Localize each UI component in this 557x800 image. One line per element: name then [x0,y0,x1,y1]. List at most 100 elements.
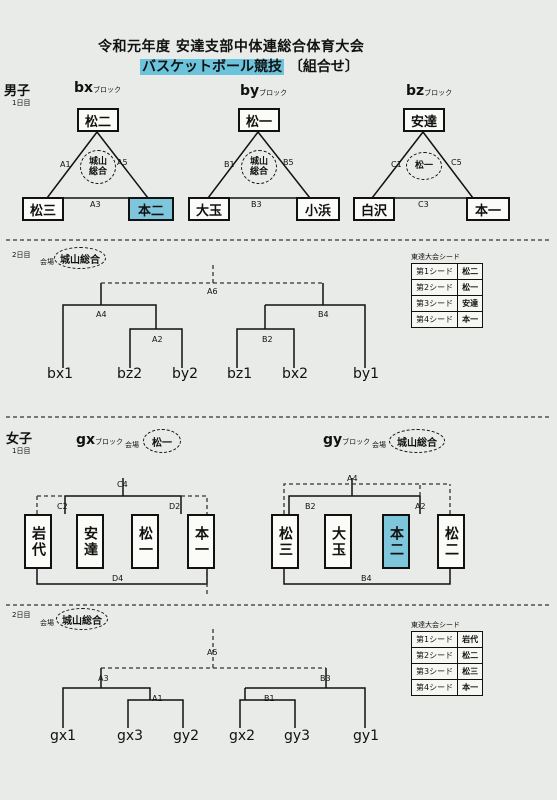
boys-bracket-left-inner [129,328,183,368]
boys-day2-label: 2日目 [12,251,31,259]
match-code: D2 [169,502,181,511]
venue-text: 城山総合 [88,157,107,177]
venue-label: 会場 [40,258,54,266]
team-box: 松一 [238,108,280,132]
gy-bracket-top [288,478,421,514]
block-code: by [240,83,260,99]
team-box: 本一 [187,514,215,569]
match-code: A1 [60,160,71,169]
table-row: 第4シード本一 [410,679,484,696]
team-box: 松三 [271,514,299,569]
triangle-bx [45,130,150,199]
seed-rank: 第1シード [410,263,459,280]
team-box-highlighted: 本二 [382,514,410,569]
seed-table-boys: 東達大会シード 第1シード松二 第2シード松一 第3シード安達 第4シード本一 [410,252,484,328]
venue-oval: 城山総合 [56,608,108,630]
team-box: 本一 [466,197,510,221]
match-code: A6 [207,287,218,296]
table-row: 第4シード本一 [410,311,484,328]
match-code: A4 [96,310,107,319]
block-code: gx [76,432,96,448]
block-suffix: ブロック [342,438,371,446]
team-box: 松二 [437,514,465,569]
girls-final-dashed [101,628,326,669]
seed-team: 岩代 [457,631,484,648]
venue-text: 城山総合 [397,437,437,449]
venue-oval: 松一 [143,429,181,453]
bracket-slot: gy2 [173,728,200,744]
girls-label: 女子 [6,432,33,447]
block-suffix: ブロック [424,89,453,97]
bracket-slot: gy3 [284,728,311,744]
team-box: 安達 [76,514,104,569]
venue-oval: 城山総合 [389,429,445,453]
match-code: A2 [415,502,426,511]
venue-text: 松一 [152,437,172,449]
bracket-slot: gx1 [50,728,77,744]
block-bz-title: bzブロック [406,83,452,99]
match-code: B1 [264,694,275,703]
seed-team: 松一 [457,279,484,296]
block-code: bx [74,80,94,96]
block-gy-title: gyブロック [323,432,370,448]
girls-day1-label: 1日目 [12,447,31,455]
venue-oval: 松一 [406,152,442,180]
table-row: 第3シード松三 [410,663,484,680]
seed-rank: 第3シード [410,295,459,312]
girls-bracket-left [62,668,151,728]
team-box: 大玉 [324,514,352,569]
triangle-by [206,130,312,199]
match-code: A2 [152,335,163,344]
block-suffix: ブロック [93,86,122,94]
team-box: 小浜 [296,197,340,221]
bracket-slot: by1 [353,366,380,382]
seed-team: 松二 [457,647,484,664]
table-row: 第3シード安達 [410,295,484,312]
match-code: A5 [207,648,218,657]
team-box: 松一 [131,514,159,569]
venue-text: 城山総合 [60,254,100,266]
match-code: C2 [57,502,68,511]
block-suffix: ブロック [95,438,124,446]
girls-bracket-right [244,668,366,728]
boys-final-dashed [101,262,323,284]
gx-bracket-top [64,478,182,514]
match-code: C3 [418,200,429,209]
bracket-slot: bz2 [117,366,143,382]
venue-label: 会場 [125,441,139,449]
table-row: 第1シード岩代 [410,631,484,648]
venue-text: 城山総合 [249,157,268,177]
match-code: C5 [451,158,462,167]
bracket-slot: bz1 [227,366,253,382]
bracket-slot: gy1 [353,728,380,744]
team-box: 白沢 [353,197,395,221]
match-code: B5 [283,158,294,167]
seed-rank: 第2シード [410,279,459,296]
gy-dashed-cross [283,483,451,514]
match-code: A5 [117,158,128,167]
boys-label: 男子 [4,84,31,99]
venue-label: 会場 [40,619,54,627]
team-box: 岩代 [24,514,52,569]
team-box: 大玉 [188,197,230,221]
seed-rank: 第4シード [410,311,459,328]
seed-rank: 第4シード [410,679,459,696]
triangle-bz [370,130,475,199]
match-code: D4 [112,574,124,583]
match-code: A4 [347,474,358,483]
block-by-title: byブロック [240,83,287,99]
match-code: B2 [262,335,273,344]
venue-text: 松一 [414,161,433,171]
match-code: A1 [152,694,163,703]
venue-oval: 城山総合 [80,150,116,184]
match-code: B3 [251,200,262,209]
seed-rank: 第1シード [410,631,459,648]
match-code: B4 [361,574,372,583]
girls-day2-label: 2日目 [12,611,31,619]
boys-bracket-left [62,283,157,368]
block-bx-title: bxブロック [74,80,121,96]
boys-day1-label: 1日目 [12,99,31,107]
girls-bracket-right-inner [239,699,296,728]
venue-label: 会場 [372,441,386,449]
